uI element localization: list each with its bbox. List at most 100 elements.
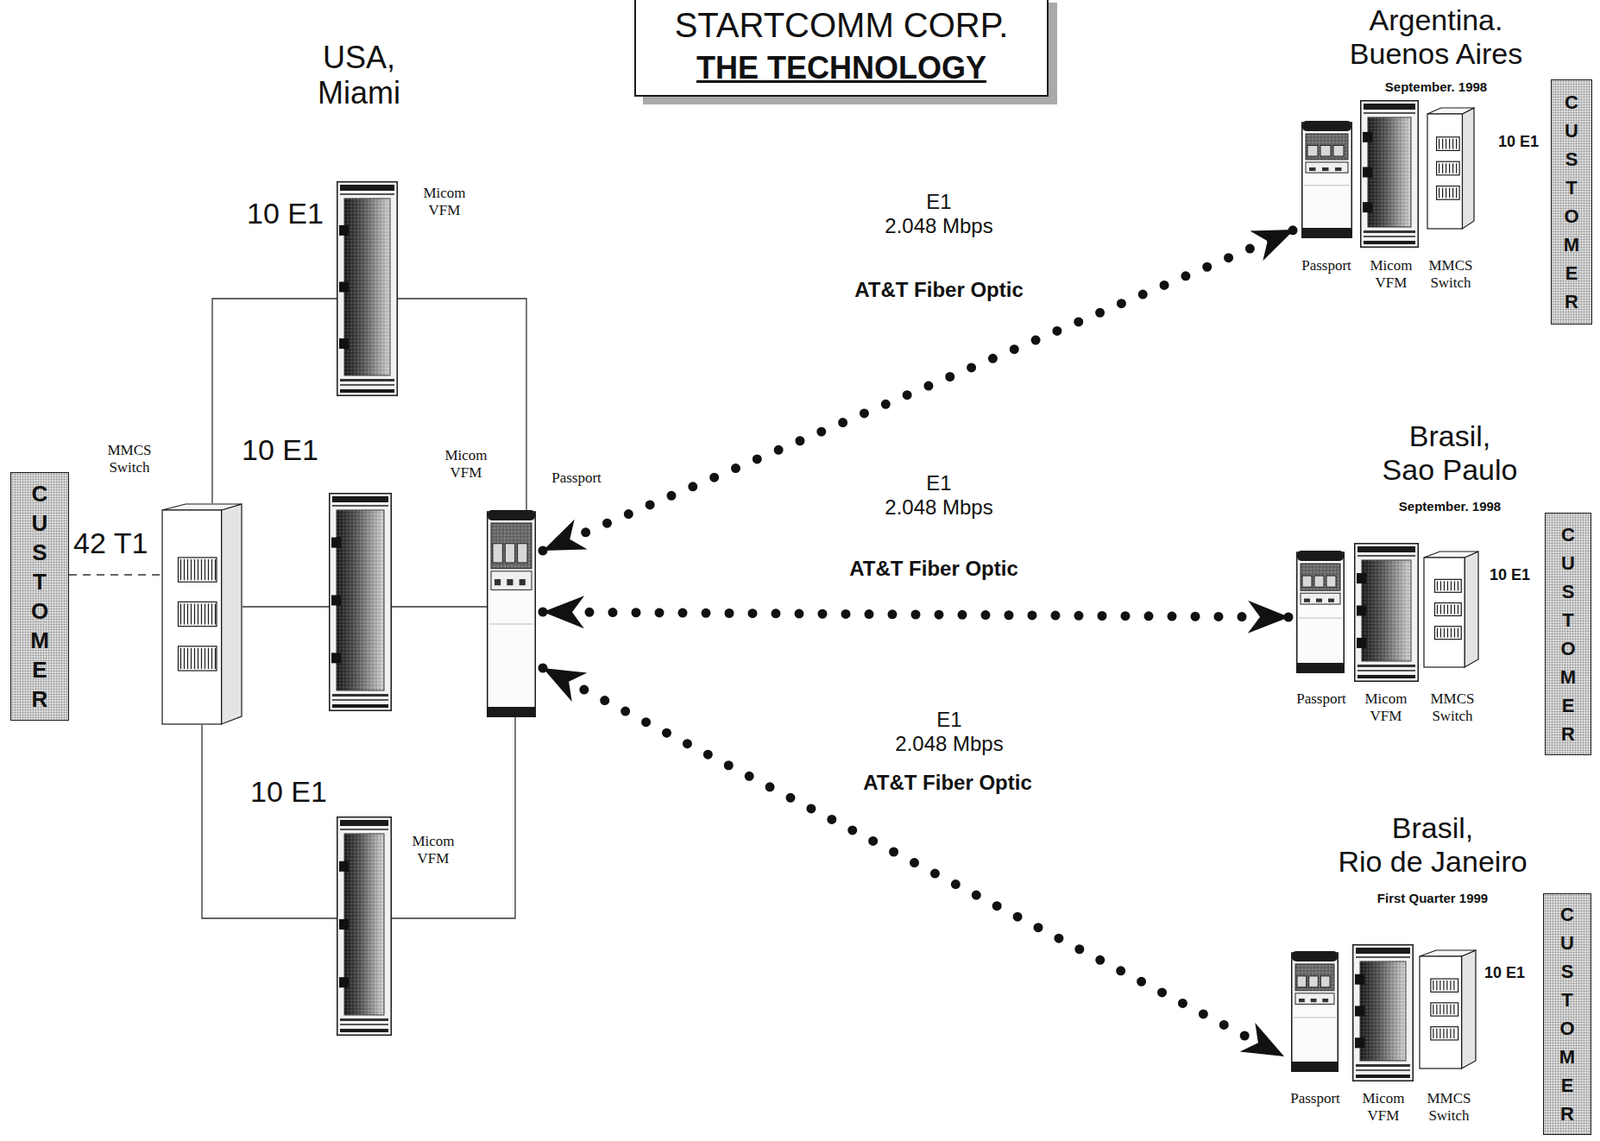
switch-card <box>194 603 196 624</box>
passport-port <box>1328 598 1335 603</box>
site-heading: Brasil, Rio de Janeiro <box>1337 811 1527 879</box>
switch-card <box>214 603 216 624</box>
switch-card <box>187 648 189 669</box>
passport-port <box>1335 167 1342 171</box>
customer-box: CUSTOMER <box>1544 512 1592 756</box>
door-latch <box>339 282 349 293</box>
switch-card <box>1442 1004 1444 1015</box>
cabinet-door <box>336 510 385 691</box>
cabinet-rail <box>340 193 395 196</box>
equipment-name: Passport <box>1296 690 1347 708</box>
backplane-wire <box>201 724 337 919</box>
micom-vfm: Micom VFM <box>1352 944 1414 1082</box>
passport-port <box>1309 167 1317 171</box>
switch-card <box>190 559 192 580</box>
switch-card <box>1454 628 1456 638</box>
switch-art <box>1426 107 1475 230</box>
customer-text: CUSTOMER <box>1562 88 1582 316</box>
door-latch <box>1354 1006 1365 1017</box>
passport-art <box>1296 550 1345 674</box>
customer-box: CUSTOMER <box>1550 79 1593 325</box>
cabinet-base <box>332 693 389 697</box>
switch-front <box>162 510 222 725</box>
switch-top <box>162 503 242 511</box>
switch-card <box>1447 604 1449 615</box>
equipment-name: Passport <box>1290 1089 1341 1108</box>
carrier-note: AT&T Fiber Optic <box>854 277 1024 303</box>
equipment-name: MMCS Switch <box>1428 257 1473 291</box>
passport-node: Passport <box>486 510 536 718</box>
passport-seam <box>1303 184 1350 186</box>
passport-slot <box>1326 575 1336 587</box>
connector-group <box>69 229 1295 1057</box>
passport-port <box>1322 998 1329 1002</box>
door-texture <box>1367 117 1412 227</box>
fiber-link <box>542 229 1295 551</box>
link-count: 10 E1 <box>246 196 324 231</box>
switch-card <box>1452 138 1454 150</box>
cabinet-base <box>340 1028 389 1033</box>
switch-card <box>1443 604 1445 615</box>
switch-side <box>1461 950 1476 1069</box>
cabinet-base <box>340 384 395 386</box>
passport-slot <box>1309 976 1319 988</box>
site-date: September. 1998 <box>1385 79 1487 95</box>
passport-strip <box>1300 592 1341 605</box>
door-latch <box>339 919 349 930</box>
switch-top <box>1419 950 1476 957</box>
switch-card <box>183 603 185 624</box>
switch-card <box>197 559 199 580</box>
switch-card <box>180 559 182 580</box>
switch-card <box>1455 138 1457 150</box>
switch-module <box>1434 626 1462 640</box>
equipment-name: MMCS Switch <box>107 441 152 476</box>
passport-port <box>1303 598 1311 603</box>
cabinet-frame <box>1360 100 1419 248</box>
equipment-name: Passport <box>1301 257 1352 275</box>
switch-top <box>1427 107 1475 114</box>
switch-card <box>190 603 192 624</box>
passport-slot <box>492 543 503 563</box>
passport-panel <box>1305 133 1349 160</box>
micom-vfm: Micom VFM <box>336 181 398 397</box>
site-heading: Argentina. Buenos Aires <box>1349 3 1523 71</box>
micom-vfm: Micom VFM <box>336 816 392 1036</box>
door-latch <box>1362 132 1373 143</box>
passport-slot <box>1302 575 1312 587</box>
door-texture <box>1360 961 1406 1061</box>
switch-card <box>211 648 213 669</box>
passport-slot <box>1320 144 1331 157</box>
cabinet-cap <box>1357 546 1416 553</box>
door-latch <box>339 225 349 236</box>
switch-card <box>204 559 206 580</box>
passport-node: Passport <box>1291 951 1339 1072</box>
cabinet-frame <box>1353 944 1414 1082</box>
cabinet-base <box>340 1018 389 1021</box>
title-text: STARTCOMM CORP. <box>674 5 1009 45</box>
backplane-wire <box>212 298 337 504</box>
link-count: 10 E1 <box>1489 566 1531 585</box>
link-rate: E1 2.048 Mbps <box>894 707 1003 756</box>
switch-card <box>1453 1004 1455 1015</box>
cabinet-base <box>340 389 395 393</box>
vfm-cabinet-art <box>336 816 392 1036</box>
switch-card <box>1446 1004 1448 1015</box>
switch-module <box>1436 186 1461 201</box>
switch-module <box>177 601 217 626</box>
switch-card <box>1448 163 1450 174</box>
switch-card <box>1440 628 1442 638</box>
switch-card <box>214 648 216 669</box>
switch-module <box>1436 137 1461 152</box>
cabinet-base <box>1363 240 1416 245</box>
site-date: September. 1998 <box>1398 498 1501 514</box>
switch-card <box>201 603 202 624</box>
mmcs-switch: MMCS Switch <box>1426 107 1475 230</box>
cabinet-rail <box>1355 956 1411 958</box>
passport-node: Passport <box>1301 120 1353 239</box>
passport-body <box>1302 122 1353 238</box>
link-count: 10 E1 <box>1498 132 1539 152</box>
passport-plinth <box>1297 662 1344 674</box>
equipment-name: Micom VFM <box>422 184 466 219</box>
passport-strip <box>1305 162 1349 173</box>
switch-card <box>1453 980 1455 990</box>
